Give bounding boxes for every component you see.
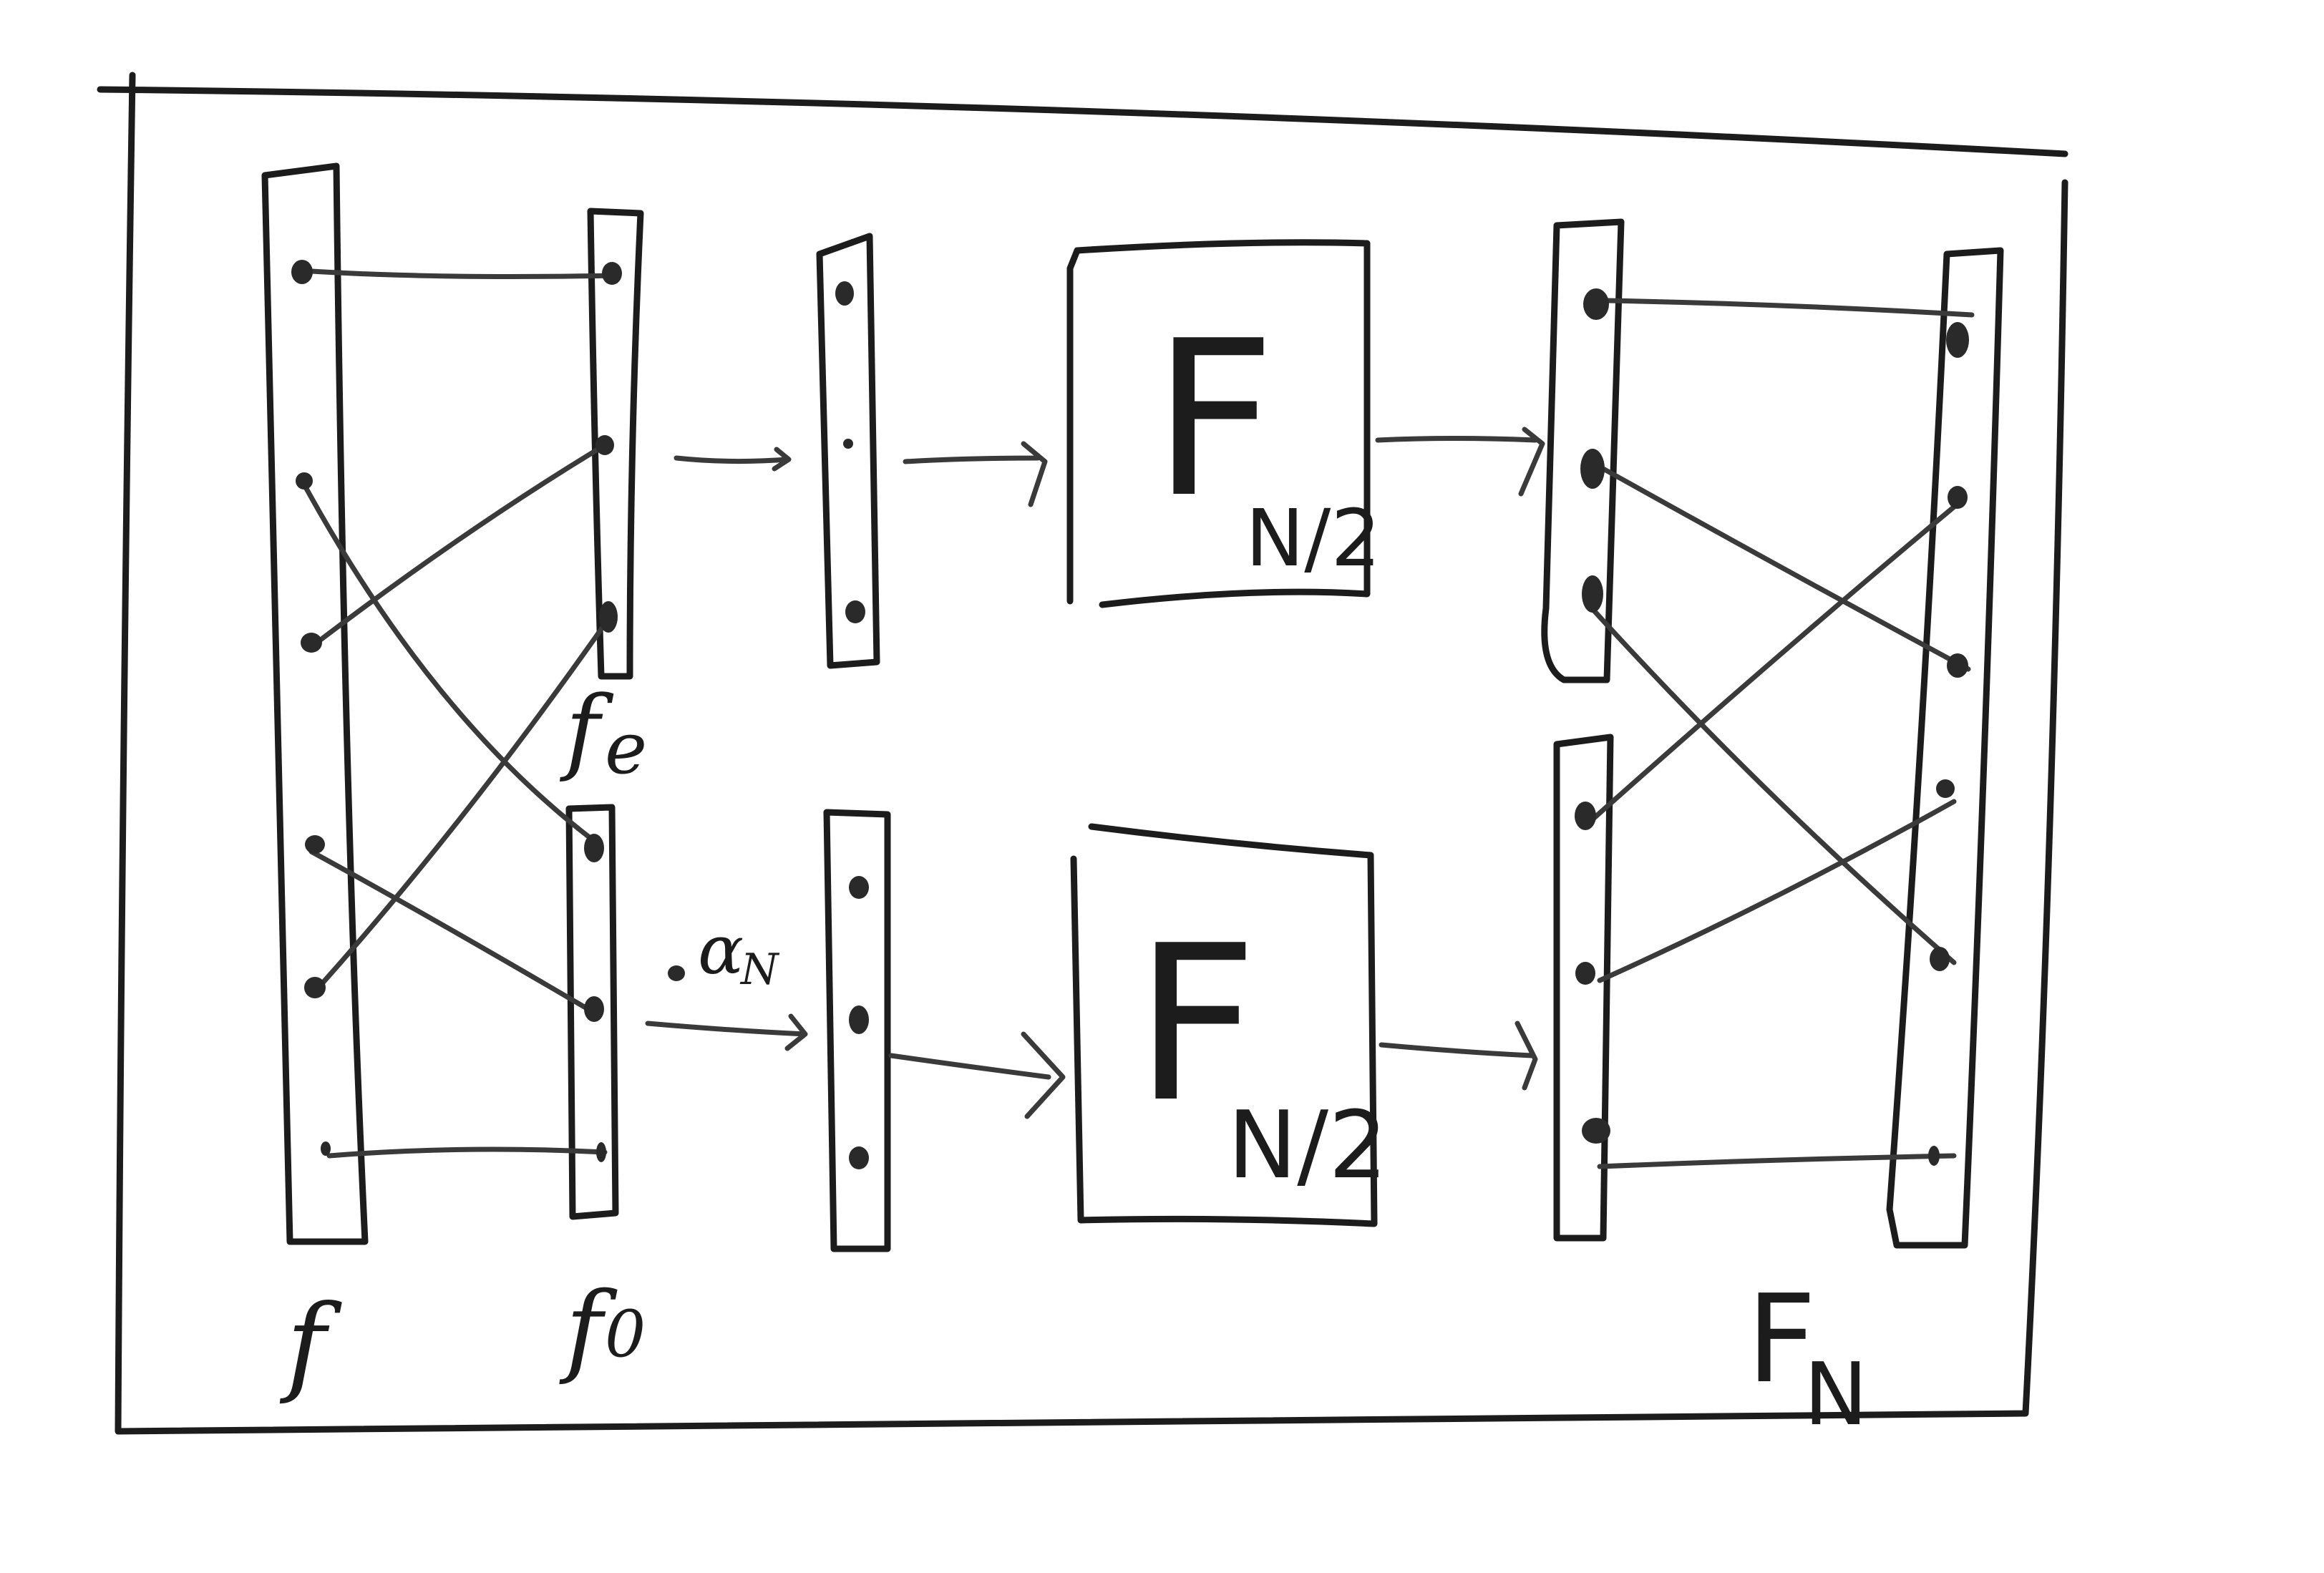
fft-top-sub: N/2 <box>1245 492 1381 584</box>
arrow-fft-top-out <box>1375 427 1545 497</box>
fft-bottom-sub: N/2 <box>1227 1091 1388 1199</box>
bottom-intermediate-column <box>823 809 891 1252</box>
label-f: f <box>279 1282 342 1407</box>
right-bottom-column <box>1553 734 1614 1242</box>
twiddle-label-sub: N <box>739 945 780 995</box>
fft-block-top-box <box>1066 239 1371 608</box>
outer-label-sub: N <box>1804 1345 1868 1445</box>
label-fo-sub: 0 <box>605 1297 646 1372</box>
outer-label: F <box>1746 1269 1817 1411</box>
fft-bottom-label: F <box>1134 900 1258 1149</box>
right-top-column <box>1541 218 1625 683</box>
twiddle-label: α <box>698 911 744 990</box>
odd-column-fo <box>565 804 619 1220</box>
even-column-fe <box>587 208 644 680</box>
input-column-f <box>261 162 369 1245</box>
butterfly-lines-right <box>1582 298 1975 1169</box>
arrow-fft-bottom-out <box>1379 1021 1538 1091</box>
arrow-fo-to-bottom <box>645 1013 808 1051</box>
dots <box>291 260 1969 1169</box>
label-fe-sub: e <box>605 706 647 790</box>
fft-top-label: F <box>1152 295 1276 545</box>
fft-block-bottom-box <box>1070 823 1378 1227</box>
arrow-top-to-fft <box>903 441 1048 507</box>
top-intermediate-column <box>816 233 880 669</box>
arrow-bottom-to-fft <box>888 1031 1066 1119</box>
outer-frame <box>97 72 2068 1435</box>
permutation-lines-left <box>298 268 618 1159</box>
arrow-fe-to-top <box>674 447 792 472</box>
output-column <box>1886 247 2004 1249</box>
